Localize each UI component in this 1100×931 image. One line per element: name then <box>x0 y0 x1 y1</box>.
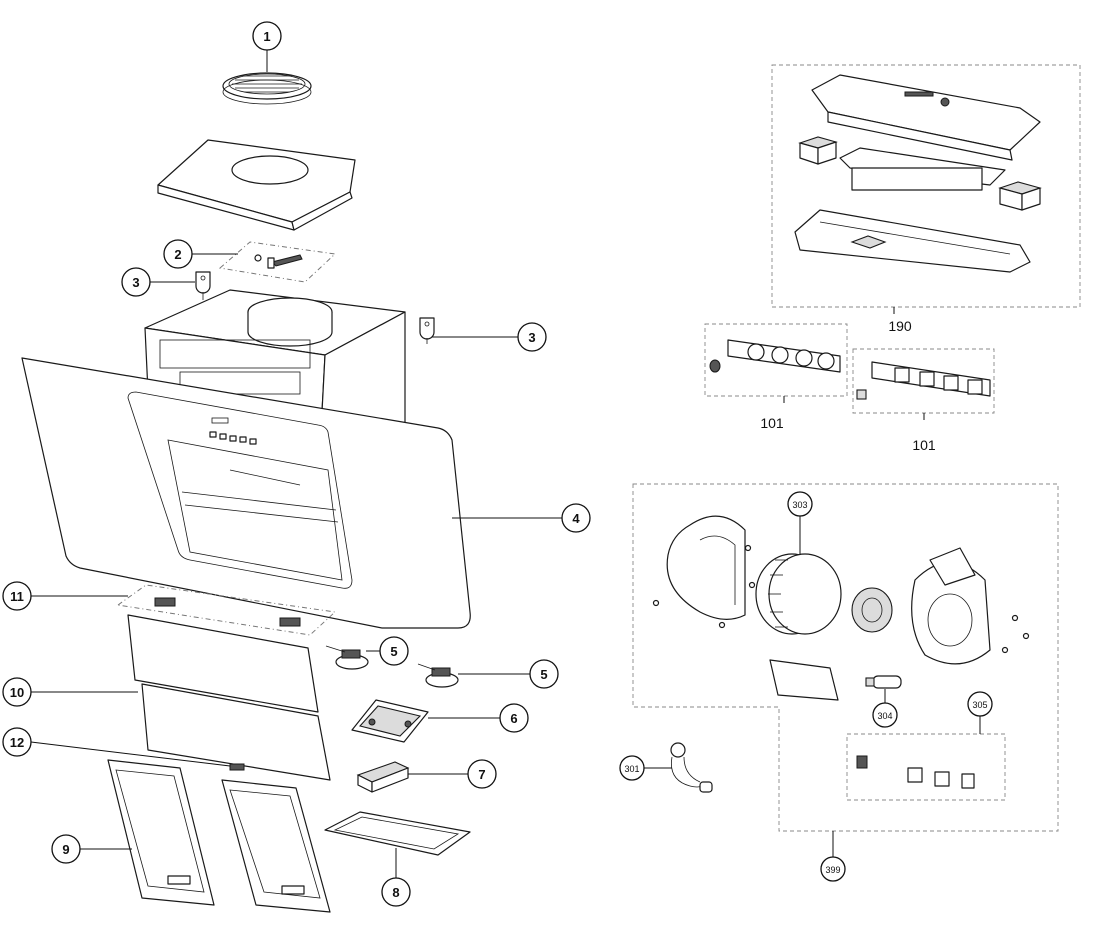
callout-6: 6 <box>428 703 529 733</box>
callout-305: 305 <box>967 691 993 734</box>
callout-11-label: 11 <box>10 589 24 604</box>
part-4-glass-panel <box>21 357 471 629</box>
callout-9-label: 9 <box>62 842 69 857</box>
part-3-hook-left <box>195 271 211 300</box>
callout-4: 4 <box>452 503 591 533</box>
part-11-hinges <box>116 584 337 636</box>
part-12-clip <box>229 763 245 771</box>
callout-10-label: 10 <box>10 685 24 700</box>
callout-399-label: 399 <box>825 865 840 875</box>
callout-303-label: 303 <box>792 500 807 510</box>
callout-101-left: 101 <box>760 396 785 431</box>
part-8-filter-frame <box>324 811 471 856</box>
callout-7: 7 <box>408 759 497 789</box>
callout-5b-label: 5 <box>540 667 547 682</box>
part-7-transformer-box <box>356 761 410 793</box>
part-5-lamp-right <box>417 663 459 688</box>
callout-101b-label: 101 <box>912 437 936 453</box>
callout-12: 12 <box>2 727 231 767</box>
callout-9: 9 <box>51 834 132 864</box>
callout-1-label: 1 <box>263 29 270 44</box>
callout-1: 1 <box>252 21 282 72</box>
callout-5-right: 5 <box>458 659 559 689</box>
callout-304: 304 <box>872 689 898 728</box>
callout-101a-label: 101 <box>760 415 784 431</box>
callout-304-label: 304 <box>877 711 892 721</box>
callout-190-label: 190 <box>888 318 912 334</box>
callout-8-label: 8 <box>392 885 399 900</box>
callout-5a-label: 5 <box>390 644 397 659</box>
callout-399: 399 <box>820 831 846 882</box>
callout-11: 11 <box>2 581 128 611</box>
group-101-button-panel <box>852 348 995 414</box>
part-9-grease-filters <box>107 759 331 913</box>
callout-12-label: 12 <box>10 735 24 750</box>
part-2-bracket-kit <box>218 241 337 283</box>
callout-3a-label: 3 <box>132 275 139 290</box>
part-301-wiring <box>670 742 713 793</box>
callout-2: 2 <box>163 239 238 269</box>
callout-305-label: 305 <box>972 700 987 710</box>
callout-301-label: 301 <box>624 764 639 774</box>
callout-8: 8 <box>381 848 411 907</box>
callout-7-label: 7 <box>478 767 485 782</box>
callout-303: 303 <box>787 491 813 554</box>
group-101-knob-panel <box>704 323 848 397</box>
callout-5-left: 5 <box>366 636 409 666</box>
part-3-hook-right <box>419 317 435 344</box>
callout-101-right: 101 <box>912 413 936 453</box>
group-190-electronic-box <box>771 64 1081 308</box>
part-5-lamp-left <box>325 645 369 670</box>
callout-2-label: 2 <box>174 247 181 262</box>
callout-6-label: 6 <box>510 711 517 726</box>
callout-3-left: 3 <box>121 267 195 297</box>
chimney-cover-plate <box>157 139 356 231</box>
callout-3b-label: 3 <box>528 330 535 345</box>
callout-10: 10 <box>2 677 138 707</box>
callout-3-right: 3 <box>432 322 547 352</box>
group-399-motor-assembly <box>632 483 1059 832</box>
part-6-control-bracket <box>351 699 429 743</box>
callout-4-label: 4 <box>572 511 580 526</box>
callout-301: 301 <box>619 755 672 781</box>
callout-190: 190 <box>888 307 912 334</box>
part-10-lower-panels <box>127 614 331 781</box>
part-1-round-grille <box>222 72 312 105</box>
